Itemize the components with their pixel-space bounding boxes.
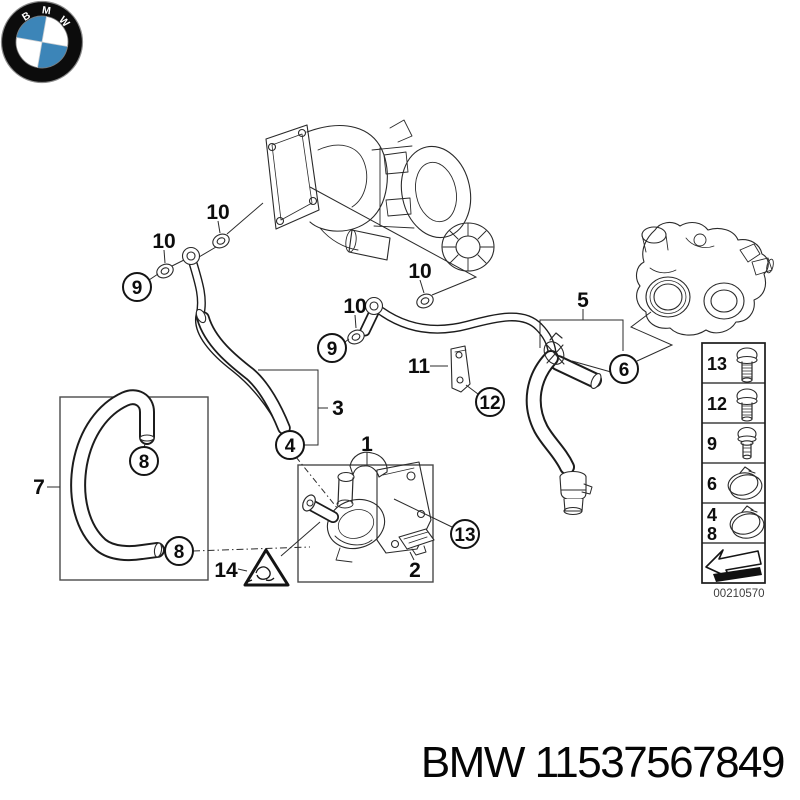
direction-arrow-icon	[705, 549, 762, 582]
callout-9b: 9	[327, 339, 338, 360]
coolant-pump-drawing	[302, 451, 432, 563]
label-3: 3	[332, 397, 344, 420]
fastener-table: 13 12 9 6 4 8	[701, 342, 766, 600]
label-2: 2	[409, 559, 421, 582]
hex-bolt-short-icon	[737, 426, 757, 460]
callout-9b-circle	[317, 333, 347, 363]
svg-text:M: M	[41, 4, 52, 17]
table-row-12: 12	[707, 394, 727, 414]
label-5: 5	[577, 289, 589, 312]
turbocharger-drawing	[265, 119, 495, 272]
callout-9a: 9	[132, 278, 143, 299]
callout-9a-circle	[122, 272, 152, 302]
coolant-pipe-3-drawing	[181, 246, 291, 435]
label-10a: 10	[206, 201, 229, 224]
coolant-hose-5-drawing	[359, 296, 602, 516]
label-1: 1	[361, 433, 373, 456]
temperature-sensor-drawing	[559, 470, 593, 516]
callout-12: 12	[479, 393, 500, 414]
callout-6-circle	[609, 354, 639, 384]
hose-clamp-icon	[727, 466, 763, 500]
table-row-4: 4	[707, 505, 717, 525]
warning-triangle-icon	[243, 548, 290, 587]
table-row-13: 13	[707, 354, 727, 374]
part-number-title: BMW 11537567849	[420, 738, 786, 787]
label-7: 7	[33, 476, 45, 499]
sealing-ring-washers	[156, 233, 434, 345]
label-10d: 10	[343, 295, 366, 318]
callout-13: 13	[454, 525, 475, 546]
return-hose-7-drawing	[70, 389, 165, 562]
callout-8a: 8	[139, 452, 150, 473]
part-1-box	[297, 464, 434, 583]
table-row-6: 6	[707, 474, 717, 494]
leader-lines	[47, 186, 674, 572]
hose-clamp-icon	[729, 505, 765, 539]
label-10b: 10	[152, 230, 175, 253]
callout-8b-circle	[164, 536, 194, 566]
callout-4-circle	[275, 430, 305, 460]
callout-circles: 9 9 12 4 8 8 13 6	[122, 272, 639, 566]
bmw-roundel-logo: B M W	[0, 0, 84, 84]
label-10c: 10	[408, 260, 431, 283]
callout-13-circle	[450, 519, 480, 549]
label-11: 11	[408, 355, 431, 378]
hex-bolt-long-icon	[736, 347, 758, 383]
callout-12-circle	[475, 387, 505, 417]
roundel-quadrants	[15, 15, 69, 69]
holder-bracket-drawing	[450, 345, 471, 393]
hex-bolt-long-icon	[736, 388, 758, 422]
thermostat-housing-drawing	[635, 221, 774, 336]
callout-6: 6	[619, 360, 630, 381]
label-14: 14	[214, 559, 238, 582]
plug-connector-drawing	[398, 528, 435, 556]
callout-8b: 8	[174, 542, 185, 563]
callout-4: 4	[285, 436, 296, 457]
hose-clamp-6-drawing	[543, 332, 565, 365]
table-row-9: 9	[707, 434, 717, 454]
image-code: 00210570	[713, 588, 764, 600]
table-row-8: 8	[707, 524, 717, 544]
callout-8a-circle	[129, 446, 159, 476]
callout-labels: 10 10 10 10 11 3 5 1 2 7 14	[33, 201, 589, 582]
